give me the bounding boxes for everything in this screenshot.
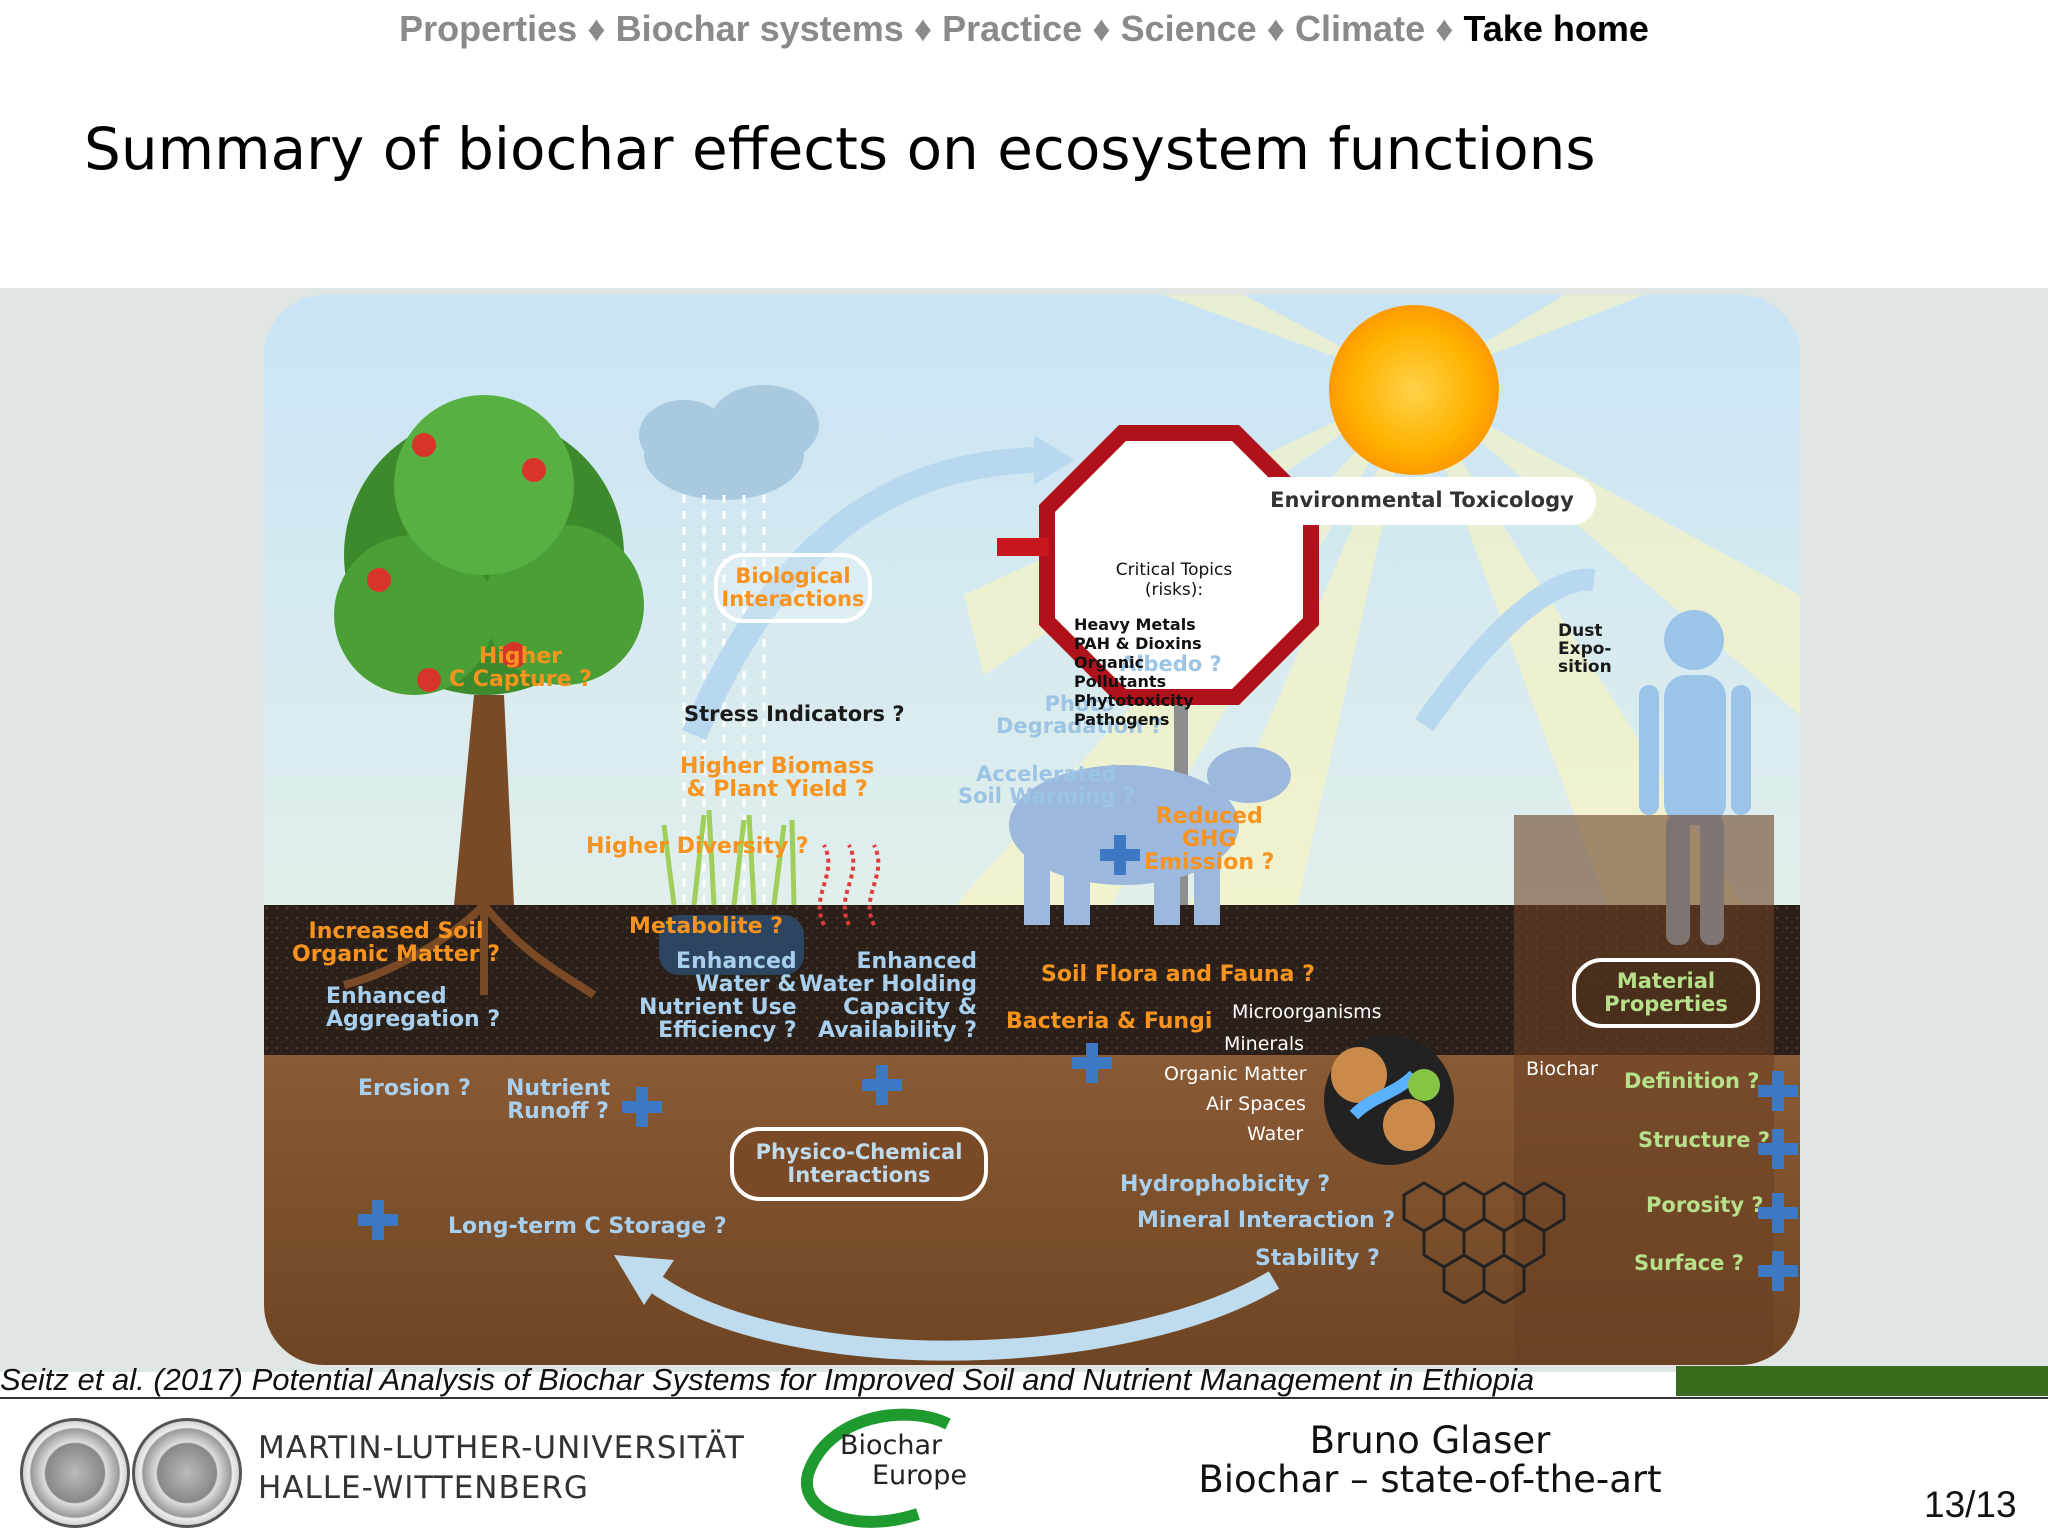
albedo-minus [997, 538, 1049, 556]
plus-icon [1072, 1043, 1112, 1083]
tree [334, 395, 644, 999]
nav-item-biochar-systems[interactable]: Biochar systems [615, 8, 904, 49]
university-line2: HALLE-WITTENBERG [258, 1470, 589, 1507]
nav-item-science[interactable]: Science [1120, 8, 1257, 49]
label-long-term-c: Long-term C Storage ? [448, 1214, 727, 1239]
label-hydrophobicity: Hydrophobicity ? [1120, 1172, 1331, 1197]
heat-arrows [817, 844, 881, 926]
plus-icon [862, 1065, 902, 1105]
plus-icon [358, 1200, 398, 1240]
label-organic-matter: Organic Matter [1164, 1063, 1307, 1085]
nav-item-properties[interactable]: Properties [399, 8, 578, 49]
label-stability: Stability ? [1255, 1246, 1380, 1271]
label-surface: Surface ? [1634, 1251, 1744, 1275]
label-higher-c-capture: Higher C Capture ? [449, 644, 592, 693]
rain-cloud [639, 385, 819, 500]
plus-icon [1758, 1071, 1798, 1111]
label-erosion: Erosion ? [358, 1076, 471, 1101]
label-dust-exposition: Dust Expo- sition [1558, 621, 1612, 677]
presentation-subtitle: Biochar – state-of-the-art [1198, 1457, 1662, 1501]
university-name: MARTIN-LUTHER-UNIVERSITÄT HALLE-WITTENBE… [258, 1428, 745, 1509]
author-name: Bruno Glaser [1309, 1419, 1551, 1462]
nav-item-take-home[interactable]: Take home [1463, 8, 1649, 49]
sky-arrow [682, 447, 1035, 741]
label-physico-chemical: Physico-Chemical Interactions [730, 1127, 988, 1201]
label-soil-flora-fauna: Soil Flora and Fauna ? [1041, 962, 1315, 987]
ecosystem-diagram: Higher C Capture ? Biological Interactio… [264, 295, 1800, 1365]
label-increased-som: Increased Soil Organic Matter ? [292, 919, 501, 968]
label-higher-diversity: Higher Diversity ? [586, 834, 809, 859]
nav-item-climate[interactable]: Climate [1295, 8, 1426, 49]
accent-bar [1676, 1366, 2048, 1396]
plus-icon [622, 1087, 662, 1127]
biochar-europe-logo [800, 1408, 951, 1528]
footer [0, 1400, 2048, 1536]
diagram-artwork [264, 295, 1800, 1365]
label-nutrient-runoff: Nutrient Runoff ? [506, 1076, 611, 1125]
label-material-properties: Material Properties [1572, 958, 1760, 1028]
carbon-arrow [637, 1267, 1280, 1361]
label-enhanced-water-holding: Enhanced Water Holding Capacity & Availa… [799, 949, 978, 1044]
nav-item-practice[interactable]: Practice [942, 8, 1083, 49]
risk-item: Organic Pollutants [1074, 653, 1167, 691]
risk-list: Heavy Metals PAH & Dioxins Organic Pollu… [1074, 615, 1202, 729]
material-panel [1514, 815, 1774, 1365]
label-structure: Structure ? [1638, 1128, 1770, 1152]
human-arrow [1414, 568, 1596, 732]
label-stress-indicators: Stress Indicators ? [684, 702, 905, 726]
logo-text-line1: Biochar [840, 1430, 943, 1461]
label-biochar: Biochar [1526, 1058, 1598, 1080]
university-seal-icon [20, 1418, 130, 1528]
label-enhanced-aggregation: Enhanced Aggregation ? [326, 984, 501, 1033]
plus-icon [1758, 1251, 1798, 1291]
label-metabolite: Metabolite ? [629, 914, 783, 939]
label-water: Water [1247, 1123, 1304, 1145]
biochar-particle [1324, 1035, 1454, 1165]
label-porosity: Porosity ? [1646, 1193, 1764, 1217]
page-number: 13/13 [1924, 1484, 2017, 1525]
plus-icon [1758, 1129, 1798, 1169]
biochar-molecule [1402, 1181, 1566, 1305]
label-air-spaces: Air Spaces [1206, 1093, 1306, 1115]
label-critical-topics: Critical Topics (risks): [1115, 560, 1233, 600]
risk-item: Heavy Metals [1074, 615, 1196, 634]
label-mineral-interaction: Mineral Interaction ? [1137, 1208, 1396, 1233]
label-biological-interactions: Biological Interactions [714, 553, 872, 623]
label-bacteria-fungi: Bacteria & Fungi [1006, 1009, 1213, 1034]
university-seal-icon [132, 1418, 242, 1528]
author-block: Bruno Glaser Biochar – state-of-the-art [1080, 1419, 1780, 1501]
label-accelerated-soil-warming: Accelerated Soil Warming ? [958, 762, 1135, 809]
section-nav: Properties♦Biochar systems♦Practice♦Scie… [399, 8, 1649, 49]
label-definition: Definition ? [1624, 1069, 1760, 1093]
water-pocket [659, 915, 804, 975]
logo-text-line2: Europe [872, 1460, 967, 1491]
label-microorganisms: Microorganisms [1232, 1001, 1382, 1023]
footer-rule [0, 1397, 2048, 1399]
sun [1329, 305, 1499, 475]
university-line1: MARTIN-LUTHER-UNIVERSITÄT [258, 1430, 745, 1466]
cow [1009, 747, 1291, 925]
risk-item: PAH & Dioxins [1074, 634, 1202, 653]
citation: Seitz et al. (2017) Potential Analysis o… [0, 1362, 1535, 1397]
slide-title: Summary of biochar effects on ecosystem … [84, 115, 1596, 183]
label-higher-biomass: Higher Biomass & Plant Yield ? [680, 754, 875, 803]
risk-item: Pathogens [1074, 710, 1170, 729]
risk-item: Phytotoxicity [1074, 691, 1194, 710]
label-enhanced-water-nutrient: Enhanced Water & Nutrient Use Efficiency… [639, 949, 797, 1044]
plus-icon [1100, 835, 1140, 875]
plus-icon [1758, 1193, 1798, 1233]
grass [661, 809, 797, 906]
label-reduced-ghg: Reduced GHG Emission ? [1144, 804, 1275, 876]
label-environmental-toxicology: Environmental Toxicology [1248, 477, 1596, 525]
label-albedo: Albedo ? [1120, 652, 1222, 676]
label-photo-degradation: Photo Degradation ? [996, 692, 1163, 739]
label-minerals: Minerals [1224, 1033, 1305, 1055]
